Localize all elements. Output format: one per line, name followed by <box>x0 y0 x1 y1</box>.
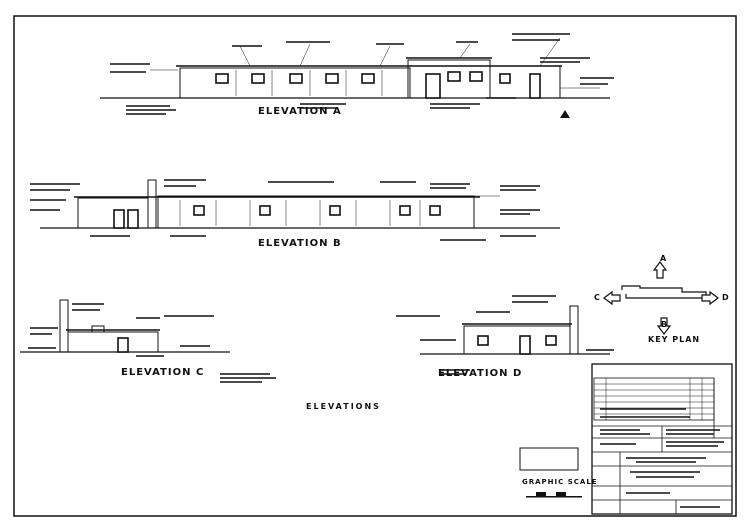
title-block <box>591 363 733 515</box>
elevation-d-title: ELEVATION D <box>438 368 523 379</box>
key-plan-title: KEY PLAN <box>648 335 701 344</box>
elevation-d-drawing <box>396 295 614 375</box>
sheet-border <box>13 15 737 517</box>
graphic-scale-bar <box>519 447 582 498</box>
key-plan-drawing <box>603 261 719 335</box>
elevation-a-drawing <box>100 33 614 118</box>
key-plan-arrow-a-label: A <box>660 254 668 263</box>
key-plan-arrow-c-label: C <box>594 293 601 302</box>
elevation-b-title: ELEVATION B <box>258 238 342 249</box>
key-plan-arrow-d-label: D <box>722 293 730 302</box>
elevation-a-title: ELEVATION A <box>258 106 342 117</box>
graphic-scale-label: GRAPHIC SCALE <box>522 478 598 486</box>
key-plan-arrow-b-label: B <box>661 320 669 329</box>
elevation-c-drawing <box>20 299 276 383</box>
sheet-title: ELEVATIONS <box>306 402 381 411</box>
elevation-b-drawing <box>30 179 560 241</box>
elevation-c-title: ELEVATION C <box>121 367 205 378</box>
